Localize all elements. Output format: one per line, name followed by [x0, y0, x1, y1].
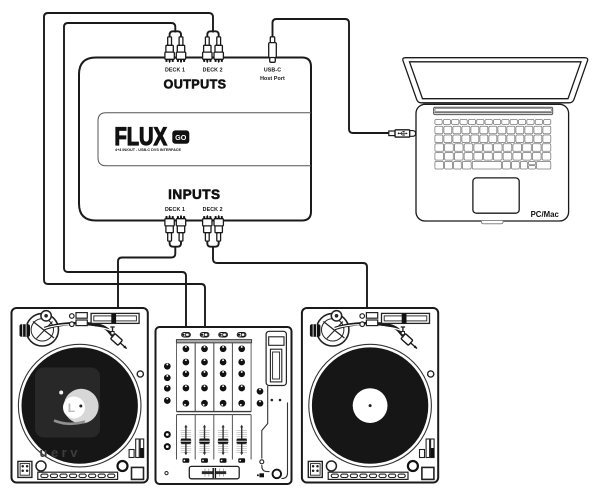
svg-text:GO: GO: [175, 133, 187, 142]
svg-text:DECK 2: DECK 2: [203, 68, 223, 74]
svg-text:DECK 1: DECK 1: [165, 68, 185, 74]
svg-text:L: L: [68, 401, 75, 415]
svg-text:FLUX: FLUX: [115, 123, 168, 151]
svg-text:4+4 IN/OUT - USB-C DVS INTERFA: 4+4 IN/OUT - USB-C DVS INTERFACE: [115, 147, 181, 152]
svg-text:DECK 1: DECK 1: [165, 207, 185, 213]
svg-text:USB-C: USB-C: [264, 68, 281, 74]
svg-text:OUTPUTS: OUTPUTS: [164, 78, 227, 92]
svg-text:Host Port: Host Port: [260, 76, 285, 82]
svg-text:DECK 2: DECK 2: [203, 207, 223, 213]
svg-text:PC/Mac: PC/Mac: [531, 210, 560, 219]
svg-text:INPUTS: INPUTS: [168, 187, 220, 202]
svg-text:uerv: uerv: [40, 445, 81, 460]
